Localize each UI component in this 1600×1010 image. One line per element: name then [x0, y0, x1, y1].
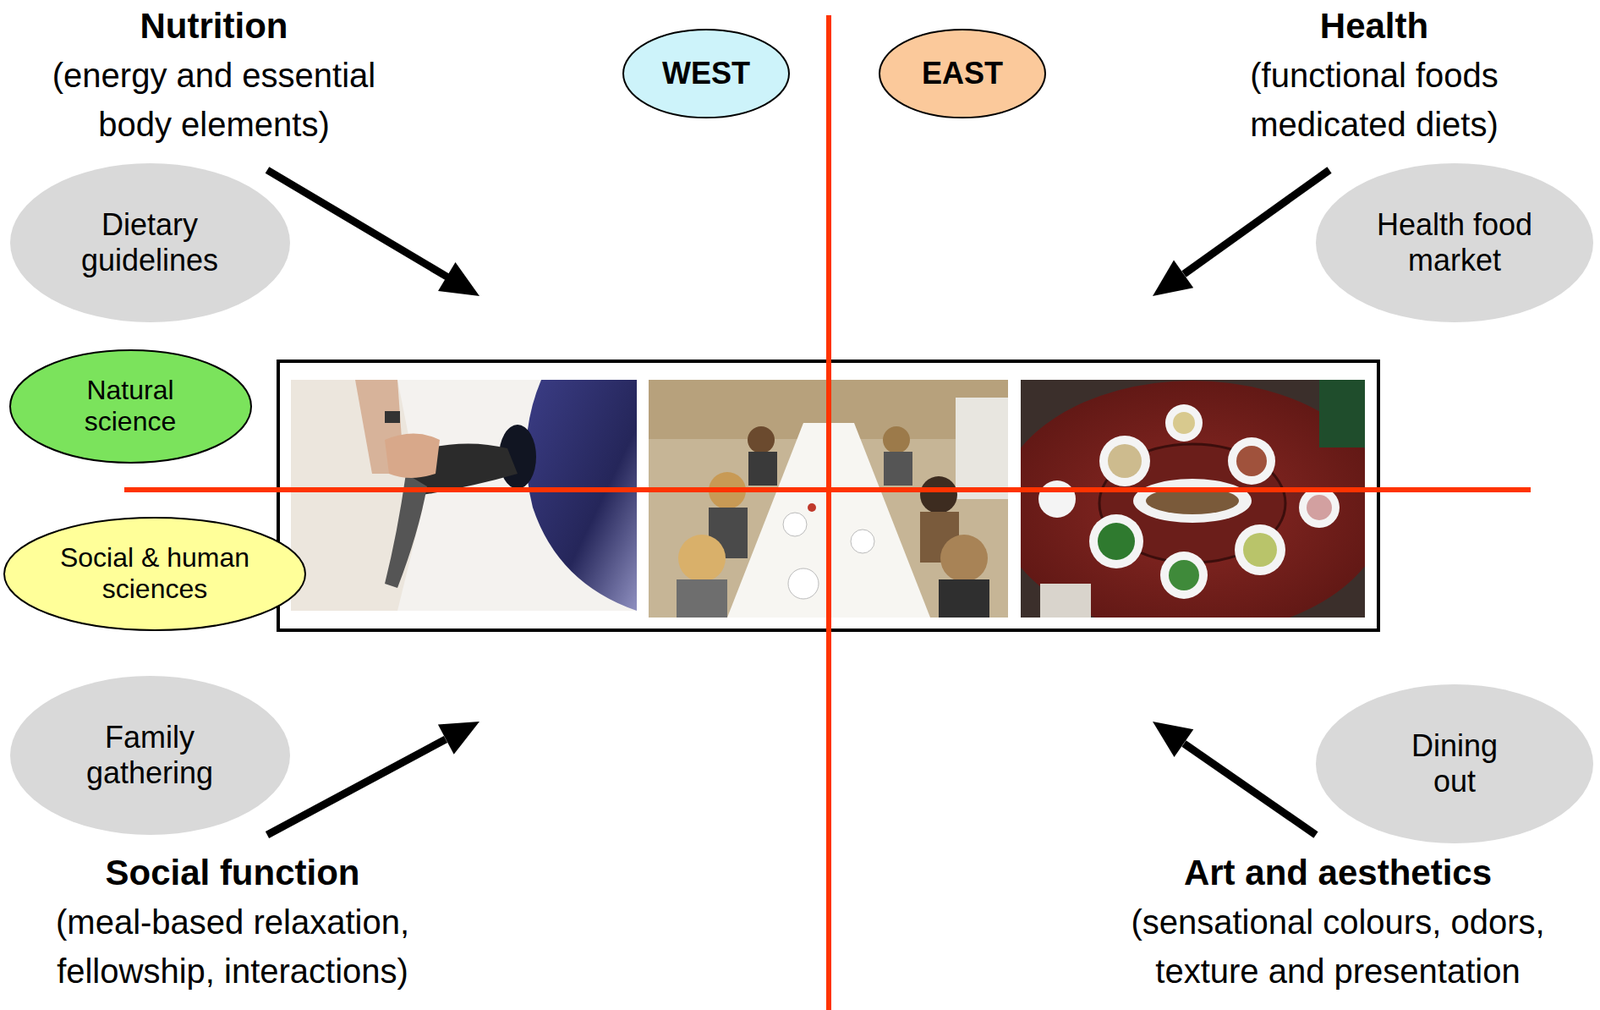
context-ellipse: Dietary guidelines	[9, 162, 291, 324]
ellipse-shape	[1315, 163, 1594, 323]
quadrant-title: Art and aesthetics	[1183, 848, 1492, 898]
region-ellipse: WEST	[622, 28, 790, 119]
banquet-photo	[1020, 379, 1365, 618]
context-ellipse: Health food market	[1315, 162, 1595, 324]
ellipse-shape	[4, 517, 306, 631]
node-label: WEST	[662, 55, 751, 92]
node-label: Natural science	[54, 374, 207, 439]
node-label: Health food market	[1369, 207, 1540, 279]
quadrant-caption: Health(functional foods medicated diets)	[1196, 1, 1552, 149]
context-ellipse: Dining out	[1315, 683, 1595, 844]
quadrant-caption: Art and aesthetics(sensational colours, …	[1101, 848, 1575, 996]
quadrant-title: Nutrition	[140, 1, 289, 51]
ellipse-shape	[10, 675, 291, 835]
node-label: Dining out	[1395, 728, 1514, 800]
quadrant-caption: Social function(meal-based relaxation, f…	[21, 848, 444, 996]
quadrant-title: Social function	[104, 848, 360, 898]
quadrant-description: (functional foods medicated diets)	[1196, 50, 1552, 149]
science-ellipse: Social & human sciences	[3, 516, 307, 631]
quadrant-description: (meal-based relaxation, fellowship, inte…	[21, 897, 444, 996]
context-ellipse: Family gathering	[9, 674, 291, 836]
science-ellipse: Natural science	[9, 349, 253, 464]
ellipse-shape	[879, 29, 1046, 118]
ellipse-shape	[623, 29, 790, 118]
ellipse-shape	[10, 350, 252, 463]
quadrant-line	[124, 487, 1531, 493]
quadrant-description: (sensational colours, odors, texture and…	[1101, 897, 1575, 996]
pointer-arrows	[267, 169, 1330, 835]
node-label: Family gathering	[60, 719, 239, 791]
region-ellipse: EAST	[878, 28, 1047, 119]
node-label: Dietary guidelines	[60, 207, 239, 279]
quadrant-caption: Nutrition(energy and essential body elem…	[27, 1, 400, 149]
ellipse-shape	[1315, 684, 1594, 844]
quadrant-title: Health	[1320, 1, 1429, 51]
ellipse-shape	[10, 163, 291, 323]
node-label: EAST	[921, 55, 1003, 92]
node-label: Social & human sciences	[44, 542, 265, 606]
quadrant-description: (energy and essential body elements)	[27, 50, 400, 149]
quadrant-line	[826, 15, 832, 1010]
fuel-photo	[290, 379, 637, 611]
